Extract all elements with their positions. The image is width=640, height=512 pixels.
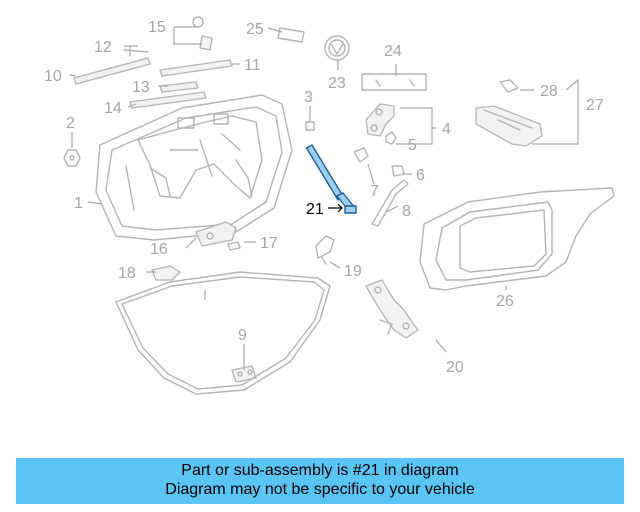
latch-assembly [151, 221, 241, 281]
lock-cylinder [192, 16, 213, 51]
callout-20: 20 [446, 359, 464, 376]
callout-19: 19 [344, 263, 362, 280]
callout-14: 14 [104, 100, 122, 117]
banner-line-1: Part or sub-assembly is #21 in diagram [181, 462, 459, 479]
parts-diagram: 1 2 3 4 5 6 7 8 9 10 11 12 13 14 15 16 1… [44, 16, 615, 395]
lid-liner [419, 187, 615, 291]
callout-7: 7 [370, 183, 379, 200]
callout-5: 5 [408, 137, 417, 154]
striker [231, 365, 257, 383]
callout-13: 13 [132, 79, 150, 96]
callout-16: 16 [150, 241, 168, 258]
badge [277, 27, 305, 43]
trunk-lamp [475, 79, 543, 147]
bumper-stop [63, 149, 81, 167]
callout-10: 10 [44, 68, 62, 85]
bolt [305, 113, 315, 131]
callout-25: 25 [246, 21, 264, 38]
callout-1: 1 [74, 195, 83, 212]
callout-27: 27 [586, 97, 604, 114]
info-banner: Part or sub-assembly is #21 in diagram D… [16, 458, 624, 504]
callout-labels: 1 2 3 4 5 6 7 8 9 10 11 12 13 14 15 16 1… [44, 19, 604, 376]
callout-6: 6 [416, 167, 425, 184]
callout-2: 2 [66, 115, 75, 132]
emblem [324, 35, 350, 61]
callout-24: 24 [384, 43, 402, 60]
cable-clip [315, 235, 335, 265]
hinge-arm [365, 279, 419, 339]
rod [371, 179, 409, 227]
callout-23: 23 [328, 75, 346, 92]
callout-17: 17 [260, 235, 278, 252]
weatherstrip [115, 271, 331, 395]
small-clips [353, 147, 405, 177]
callout-9: 9 [238, 327, 247, 344]
callout-8: 8 [402, 203, 411, 220]
callout-15: 15 [148, 19, 166, 36]
callout-11: 11 [244, 57, 261, 74]
hinge-bracket [365, 103, 397, 145]
callout-3: 3 [304, 89, 313, 106]
callout-18: 18 [118, 265, 136, 282]
callout-12: 12 [94, 39, 112, 56]
callout-28: 28 [540, 83, 558, 100]
lift-support-strut [305, 144, 357, 214]
trim-plate [361, 73, 427, 91]
trunk-lid [95, 94, 293, 241]
trim-strips [73, 45, 233, 109]
callout-4: 4 [442, 121, 451, 138]
banner-line-2: Diagram may not be specific to your vehi… [165, 481, 475, 498]
leader-lines [69, 26, 579, 370]
callout-26: 26 [496, 293, 514, 310]
callout-21: 21 [306, 201, 324, 218]
